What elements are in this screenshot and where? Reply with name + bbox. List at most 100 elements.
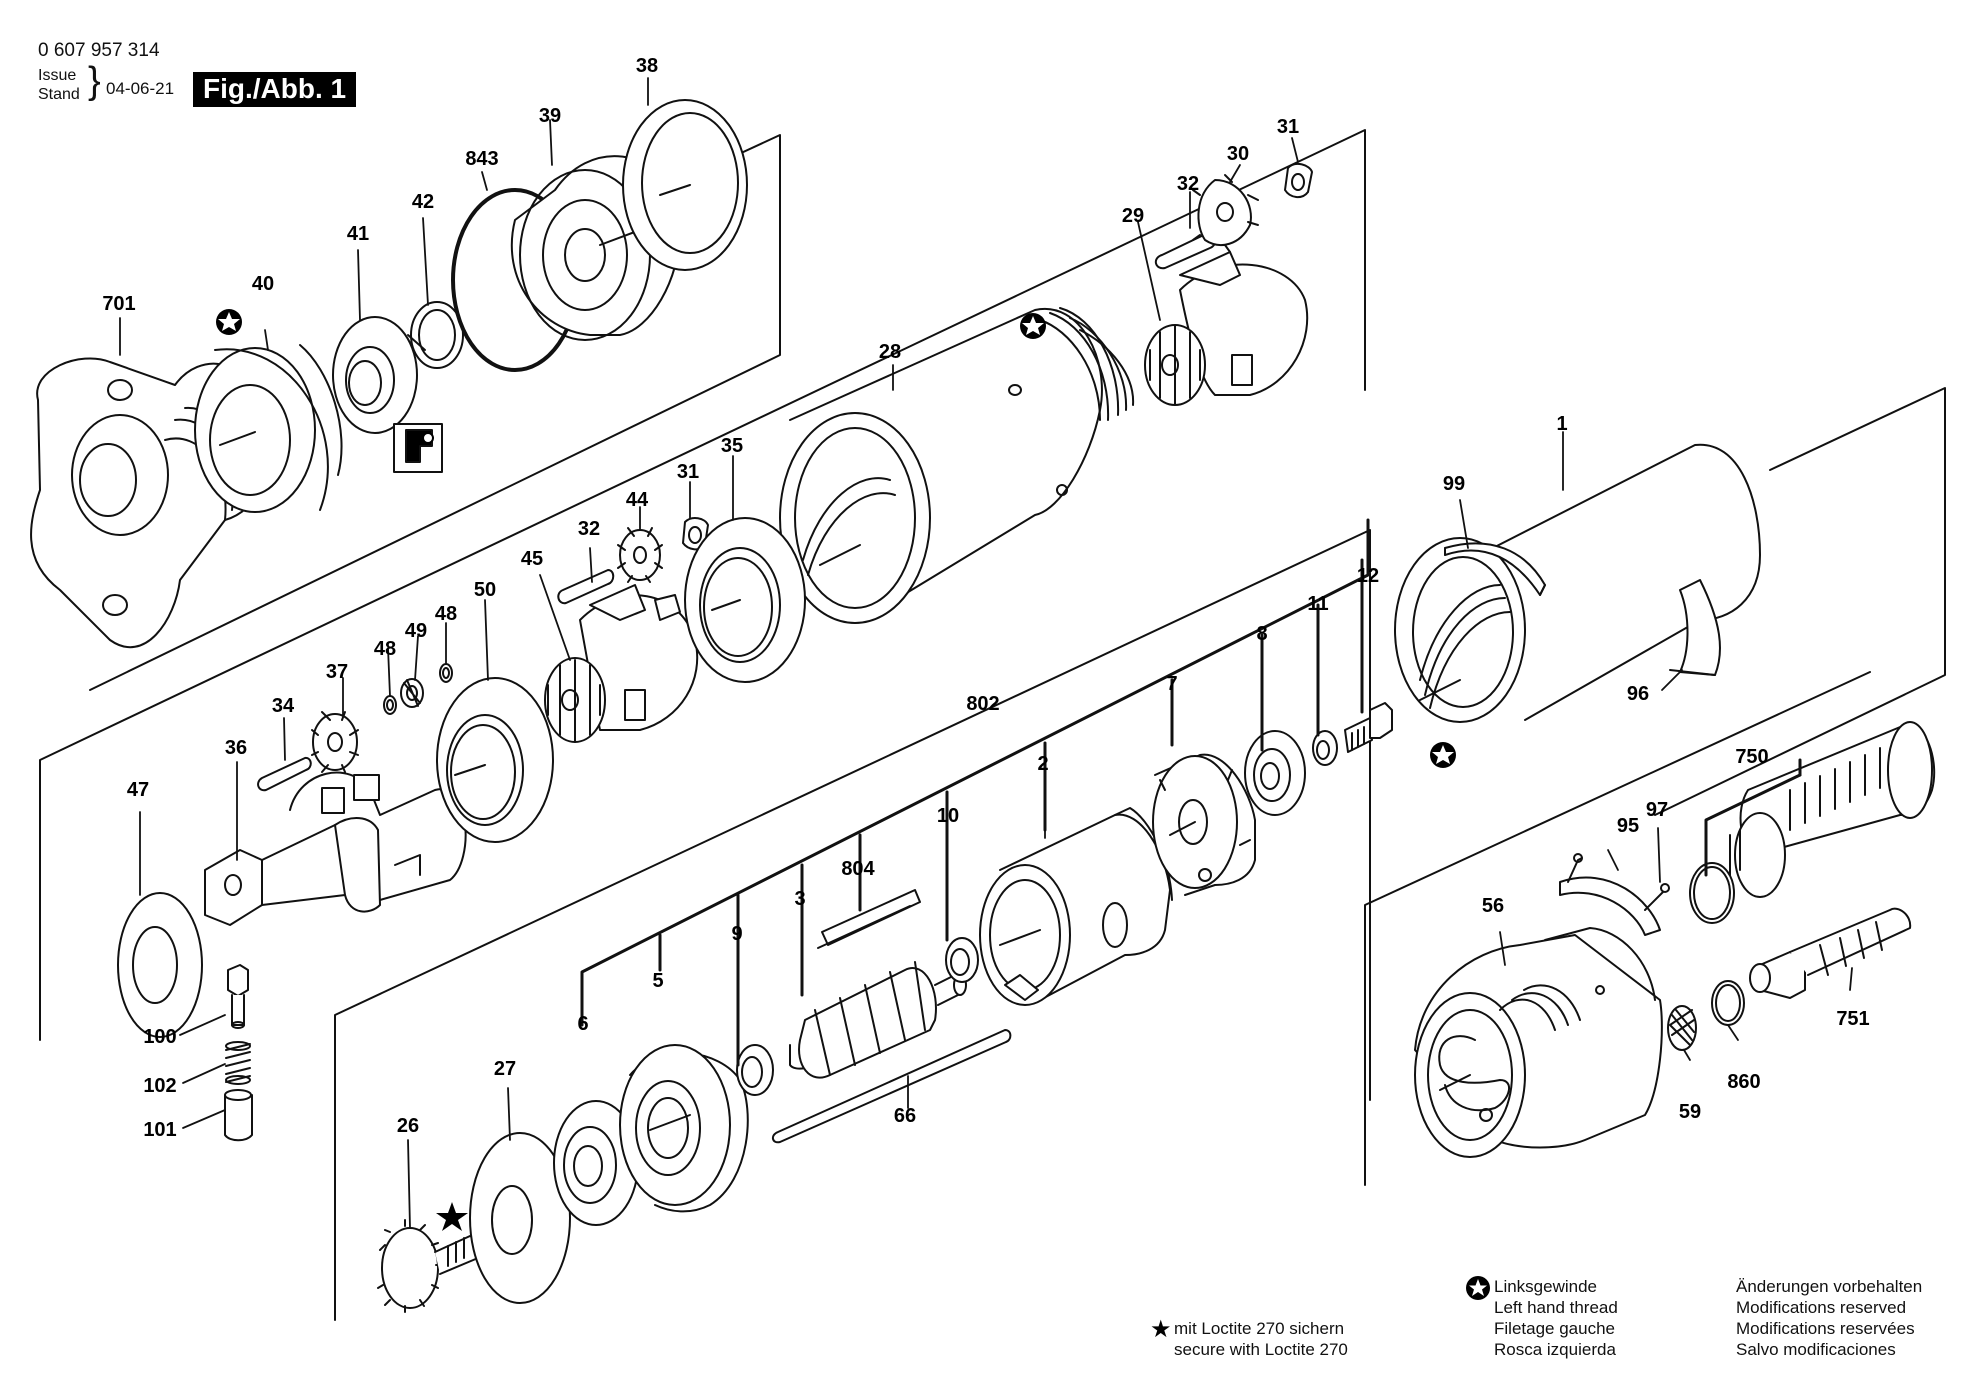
lh-symbol-1: [1430, 742, 1456, 768]
label-102: 102: [143, 1075, 176, 1097]
label-34: 34: [272, 695, 295, 717]
label-29: 29: [1122, 205, 1144, 227]
label-2: 2: [1037, 753, 1048, 775]
label-35: 35: [721, 435, 743, 457]
bushing-31a: [1284, 162, 1313, 198]
leader-lines: [119, 77, 1853, 1229]
label-11: 11: [1307, 593, 1328, 615]
label-30: 30: [1227, 143, 1249, 165]
gear-45: [544, 584, 699, 743]
loctite-note-en: secure with Loctite 270: [1174, 1340, 1348, 1359]
pin-32b: [557, 569, 615, 605]
issue-label: Issue: [38, 67, 77, 84]
label-37: 37: [326, 661, 348, 683]
label-36: 36: [225, 737, 247, 759]
cylinder-28: [779, 307, 1135, 624]
loctite-star-icon: ★: [1150, 1316, 1172, 1343]
lh-thread-fr: Filetage gauche: [1494, 1319, 1615, 1338]
lh-symbol-40: [216, 309, 242, 335]
housing-56: [1414, 927, 1663, 1158]
label-48a: 48: [374, 638, 396, 660]
loctite-star-26: [436, 1202, 468, 1231]
label-96: 96: [1627, 683, 1649, 705]
issue-date: 04-06-21: [106, 79, 175, 98]
gear-29: [1144, 251, 1309, 406]
label-band-96: [1669, 579, 1721, 676]
label-5: 5: [652, 970, 663, 992]
label-31a: 31: [1277, 116, 1299, 138]
label-38: 38: [636, 55, 658, 77]
spring-102: [225, 1041, 251, 1085]
oring-97: [1689, 862, 1735, 924]
screw-12: [1344, 702, 1393, 753]
end-plate-5: [619, 1044, 749, 1213]
ring-40: [194, 344, 343, 513]
label-804: 804: [841, 858, 875, 880]
label-10: 10: [937, 805, 959, 827]
label-40: 40: [252, 273, 274, 295]
label-42: 42: [412, 191, 434, 213]
label-95: [1559, 853, 1670, 936]
sleeve-101: [224, 1089, 253, 1142]
modifications-fr: Modifications reservées: [1736, 1319, 1915, 1338]
housing-1: [1394, 443, 1761, 723]
panel-middle: [39, 129, 1366, 1041]
lh-thread-en: Left hand thread: [1494, 1298, 1618, 1317]
label-802: 802: [966, 693, 999, 715]
label-48b: 48: [435, 603, 457, 625]
sieve-59: [1667, 1005, 1697, 1051]
brace-glyph: }: [88, 60, 101, 102]
label-59: 59: [1679, 1101, 1701, 1123]
bracket-silencer: [1704, 758, 1802, 877]
lh-symbol-28: [1020, 313, 1046, 339]
valve-100: [227, 964, 249, 1029]
label-44: 44: [626, 489, 649, 511]
label-27: 27: [494, 1058, 516, 1080]
panel-right-bottom: [1364, 671, 1871, 1186]
label-39: 39: [539, 105, 561, 127]
cylinder-2: [979, 807, 1173, 1006]
label-50: 50: [474, 579, 496, 601]
label-750: 750: [1735, 746, 1768, 768]
modifications-note: Änderungen vorbehalten Modifications res…: [1736, 1276, 1922, 1360]
label-26: 26: [397, 1115, 419, 1137]
lh-thread-es: Rosca izquierda: [1494, 1340, 1616, 1359]
label-95: 95: [1617, 815, 1639, 837]
disk-27: [469, 1132, 571, 1304]
circlip-42: [410, 301, 464, 369]
label-8: 8: [1256, 623, 1267, 645]
ring-35: [684, 517, 806, 683]
vanes-804: [817, 889, 921, 949]
washer-47: [117, 892, 203, 1038]
document-number: 0 607 957 314: [38, 40, 160, 61]
label-12: 12: [1357, 565, 1379, 587]
gear-37: [311, 711, 359, 773]
panel-bottom: [334, 529, 1371, 1321]
loctite-symbol: [393, 423, 443, 473]
left-hand-thread-icon: [1466, 1276, 1490, 1300]
gear-30: [1192, 174, 1259, 253]
label-7: 7: [1166, 673, 1177, 695]
label-band-99: [1444, 542, 1546, 596]
washer-10: [945, 937, 979, 983]
issue-stand-label: Issue Stand: [38, 66, 80, 104]
panel-right-top: [1654, 387, 1946, 816]
pin-34: [257, 756, 312, 792]
washer-48a: [383, 695, 397, 715]
nipple-751: [1749, 907, 1912, 999]
label-45: 45: [521, 548, 543, 570]
silencer-750: [1729, 721, 1936, 898]
label-66: 66: [894, 1105, 916, 1127]
stand-label: Stand: [38, 86, 80, 103]
label-1: 1: [1556, 413, 1567, 435]
spindle-36: [204, 771, 467, 926]
label-47: 47: [127, 779, 149, 801]
label-100: 100: [143, 1026, 176, 1048]
label-99: 99: [1443, 473, 1465, 495]
lh-thread-de: Linksgewinde: [1494, 1277, 1598, 1296]
label-701: 701: [102, 293, 135, 315]
bearing-8: [1244, 730, 1306, 816]
loctite-note-de: mit Loctite 270 sichern: [1174, 1319, 1345, 1338]
bushing-49: [400, 678, 424, 708]
